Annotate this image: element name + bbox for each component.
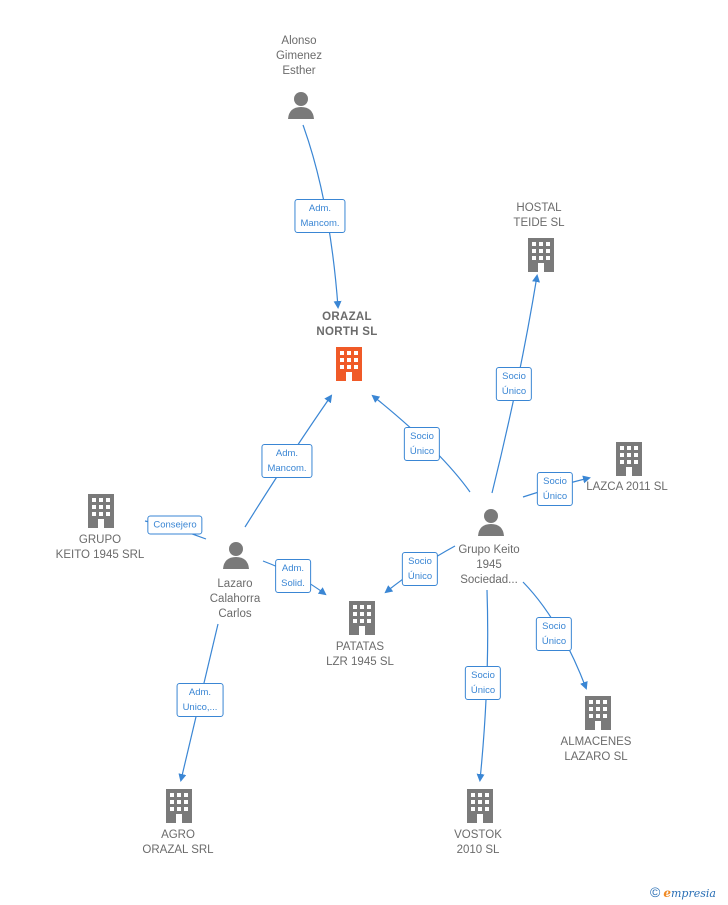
node-label-grupo-keito-srl: GRUPO KEITO 1945 SRL: [55, 534, 145, 561]
edge-label-keito-orazal[interactable]: Socio Único: [403, 427, 441, 461]
building-icon[interactable]: [85, 493, 117, 529]
person-icon[interactable]: [476, 507, 506, 537]
building-icon[interactable]: [346, 600, 378, 636]
edge-label-lazaro-orazal[interactable]: Adm. Mancom.: [261, 444, 313, 478]
building-icon[interactable]: [613, 441, 645, 477]
edge-label-keito-almacenes[interactable]: Socio Único: [535, 617, 573, 651]
building-icon[interactable]: [582, 695, 614, 731]
node-label-lazaro: Lazaro Calahorra Carlos: [209, 578, 261, 620]
edge-label-keito-hostal[interactable]: Socio Único: [495, 367, 533, 401]
node-label-patatas: PATATAS LZR 1945 SL: [326, 641, 394, 668]
node-label-grupo-keito-sociedad: Grupo Keito 1945 Sociedad...: [458, 544, 520, 586]
node-label-lazca: LAZCA 2011 SL: [586, 481, 668, 493]
node-label-orazal: ORAZAL NORTH SL: [316, 311, 378, 338]
building-icon-focus[interactable]: [333, 346, 365, 382]
edge-label-keito-lazca[interactable]: Socio Único: [536, 472, 574, 506]
copyright-icon: ©: [650, 884, 661, 900]
person-icon[interactable]: [286, 90, 316, 120]
edge-label-lazaro-grupo-keito-srl[interactable]: Consejero: [147, 515, 203, 535]
edge-label-alonso-orazal[interactable]: Adm. Mancom.: [294, 199, 346, 233]
edge-label-keito-vostok[interactable]: Socio Único: [464, 666, 502, 700]
node-label-almacenes: ALMACENES LAZARO SL: [560, 736, 632, 763]
node-label-hostal: HOSTAL TEIDE SL: [513, 202, 565, 229]
empresia-logo: ©empresia: [650, 884, 716, 900]
brand-initial: e: [663, 886, 671, 900]
person-icon[interactable]: [221, 540, 251, 570]
node-label-vostok: VOSTOK 2010 SL: [454, 829, 502, 856]
edge-label-lazaro-patatas[interactable]: Adm. Solid.: [275, 559, 311, 593]
edge-label-keito-patatas[interactable]: Socio Único: [401, 552, 439, 586]
brand-name: mpresia: [670, 887, 716, 900]
edge-label-lazaro-agro[interactable]: Adm. Unico,...: [176, 683, 224, 717]
building-icon[interactable]: [525, 237, 557, 273]
building-icon[interactable]: [464, 788, 496, 824]
node-label-alonso: Alonso Gimenez Esther: [275, 35, 323, 77]
building-icon[interactable]: [163, 788, 195, 824]
node-label-agro: AGRO ORAZAL SRL: [142, 829, 214, 856]
